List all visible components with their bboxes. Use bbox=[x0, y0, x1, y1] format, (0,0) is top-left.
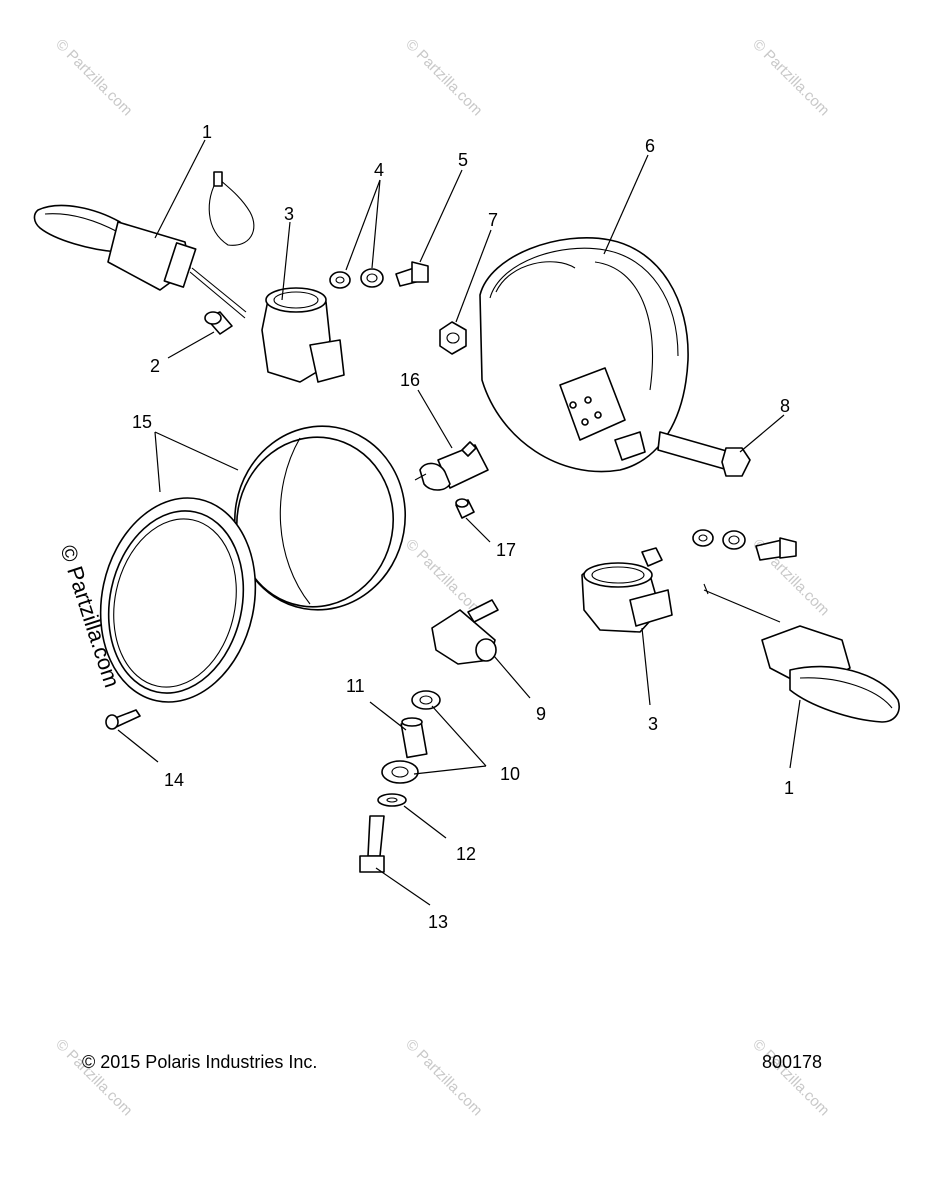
callout-labels: 1 2 3 4 5 6 7 8 15 16 17 9 11 10 3 1 14 … bbox=[132, 122, 794, 932]
callout-1: 1 bbox=[202, 122, 212, 142]
bracket-part-9 bbox=[431, 599, 499, 665]
turn-signal-left bbox=[33, 204, 247, 319]
callout-10: 10 bbox=[500, 764, 520, 784]
bolt-part-5 bbox=[395, 261, 429, 287]
leader-lines bbox=[117, 139, 801, 906]
watermark: © Partzilla.com bbox=[749, 1036, 832, 1119]
washer-set-part-4 bbox=[329, 268, 384, 289]
callout-3-lower: 3 bbox=[648, 714, 658, 734]
cable-tie-head bbox=[213, 171, 223, 187]
callout-1-lower: 1 bbox=[784, 778, 794, 798]
long-bolt-part-8 bbox=[657, 431, 751, 477]
spacer-part-11 bbox=[400, 717, 428, 759]
mount-clamp-lower bbox=[581, 562, 673, 633]
callout-13: 13 bbox=[428, 912, 448, 932]
watermark: © Partzilla.com bbox=[52, 1036, 135, 1119]
callout-3: 3 bbox=[284, 204, 294, 224]
figure-number: 800178 bbox=[762, 1052, 823, 1072]
copyright-notice: © 2015 Polaris Industries Inc. bbox=[82, 1052, 318, 1072]
mount-clamp-upper bbox=[261, 287, 345, 383]
callout-16: 16 bbox=[400, 370, 420, 390]
callout-7: 7 bbox=[488, 210, 498, 230]
callout-2: 2 bbox=[150, 356, 160, 376]
headlight-bezel bbox=[99, 497, 257, 703]
hardware-lower-right bbox=[641, 529, 797, 567]
callout-15: 15 bbox=[132, 412, 152, 432]
callout-8: 8 bbox=[780, 396, 790, 416]
screw-part-2 bbox=[204, 311, 233, 335]
watermark: © Partzilla.com bbox=[402, 1036, 485, 1119]
callout-14: 14 bbox=[164, 770, 184, 790]
callout-17: 17 bbox=[496, 540, 516, 560]
grommet-part-10 bbox=[381, 690, 441, 784]
watermark: © Partzilla.com bbox=[402, 36, 485, 119]
screw-part-14 bbox=[105, 709, 141, 730]
callout-4: 4 bbox=[374, 160, 384, 180]
headlight-lens bbox=[233, 425, 407, 611]
callout-9: 9 bbox=[536, 704, 546, 724]
watermark: © Partzilla.com bbox=[402, 536, 485, 619]
washer-part-12 bbox=[377, 793, 407, 807]
callout-6: 6 bbox=[645, 136, 655, 156]
callout-11: 11 bbox=[346, 676, 365, 696]
watermark: © Partzilla.com bbox=[52, 36, 135, 119]
nut-part-7 bbox=[439, 321, 467, 355]
cable-tie bbox=[208, 177, 255, 246]
watermark: © Partzilla.com bbox=[749, 36, 832, 119]
callout-12: 12 bbox=[456, 844, 476, 864]
bolt-part-13 bbox=[359, 815, 385, 873]
turn-signal-right bbox=[703, 583, 900, 723]
headlight-bucket bbox=[479, 236, 689, 473]
headlight-bulb bbox=[414, 441, 489, 491]
callout-5: 5 bbox=[458, 150, 468, 170]
parking-bulb bbox=[455, 498, 475, 519]
